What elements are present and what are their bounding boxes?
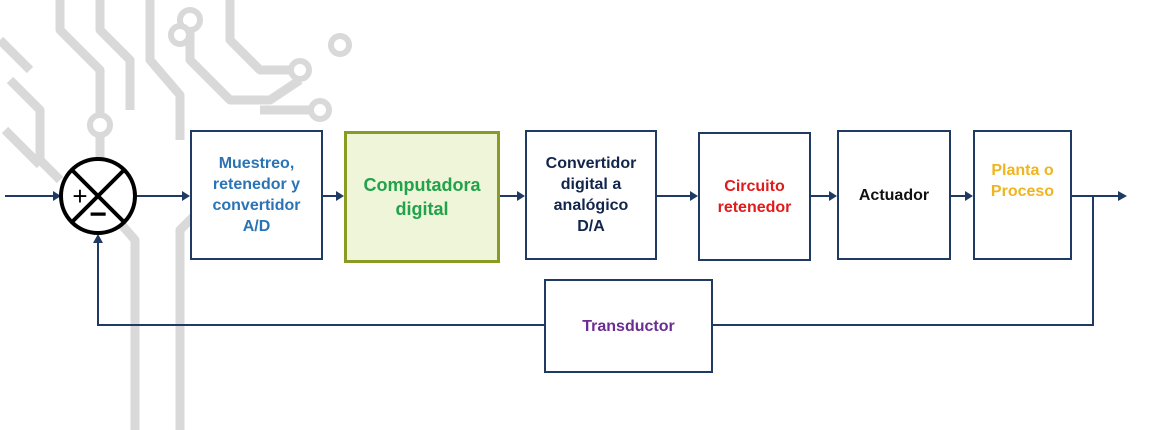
- arrowheads: [53, 191, 1127, 243]
- block-actuador: Actuador: [837, 130, 951, 260]
- block-convertidor-label: Convertidor digital a analógico D/A: [545, 155, 637, 235]
- minus-sign: −: [89, 198, 107, 231]
- block-computadora-label: Computadora digital: [363, 175, 481, 219]
- arrowhead-actuador: [829, 191, 837, 201]
- block-planta-proceso: Planta o Proceso: [973, 130, 1072, 260]
- arrowhead-output: [1118, 191, 1127, 201]
- arrowhead-circuito: [690, 191, 698, 201]
- arrowhead-feedback: [93, 234, 103, 243]
- arrowhead-computadora: [336, 191, 344, 201]
- arrowhead-input: [53, 191, 61, 201]
- block-circuito-label: Circuito retenedor: [717, 177, 792, 216]
- arrowhead-convertidor: [517, 191, 525, 201]
- block-muestreo-retenedor-convertidor: Muestreo, retenedor y convertidor A/D: [190, 130, 323, 260]
- block-actuador-label: Actuador: [858, 186, 930, 204]
- block-transductor-label: Transductor: [582, 317, 675, 335]
- block-computadora-digital: Computadora digital: [344, 131, 500, 263]
- feedback-line-left: [97, 242, 544, 326]
- circuit-trace-nodes: [87, 7, 352, 138]
- block-transductor: Transductor: [544, 279, 713, 373]
- feedback-line-right: [713, 196, 1094, 326]
- block-muestreo-label: Muestreo, retenedor y convertidor A/D: [212, 155, 301, 235]
- arrowhead-muestreo: [182, 191, 190, 201]
- arrowhead-planta: [965, 191, 973, 201]
- block-convertidor-digital-analogico: Convertidor digital a analógico D/A: [525, 130, 657, 260]
- plus-sign: +: [72, 181, 87, 211]
- signal-lines: [5, 195, 1120, 326]
- summing-junction: + −: [59, 157, 137, 235]
- block-circuito-retenedor: Circuito retenedor: [698, 132, 811, 261]
- block-planta-label: Planta o Proceso: [990, 162, 1055, 200]
